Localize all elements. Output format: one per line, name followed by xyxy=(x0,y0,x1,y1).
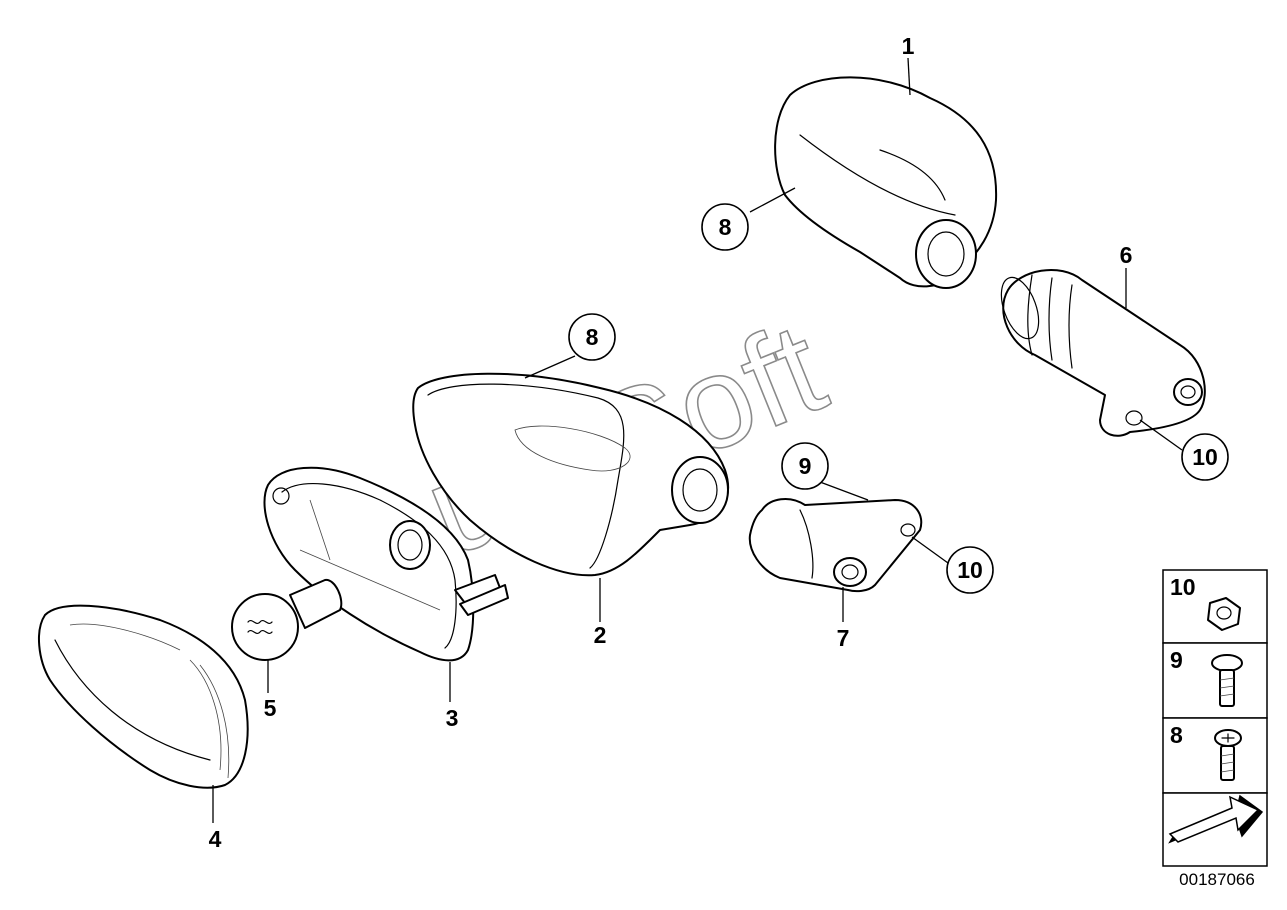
callout-10-right: 10 xyxy=(1181,433,1229,481)
label-part-6: 6 xyxy=(1120,242,1133,268)
label-part-10-right: 10 xyxy=(1192,444,1218,470)
callout-8-top: 8 xyxy=(701,203,749,251)
flange-screw-icon xyxy=(1211,654,1243,707)
leader-lines xyxy=(212,57,1183,823)
navigation-arrow-icon xyxy=(1168,794,1264,844)
label-part-4: 4 xyxy=(209,826,222,852)
part-6-mounting-arm[interactable] xyxy=(994,268,1206,437)
callouts: 1 8 6 10 8 9 10 2 7 3 5 4 xyxy=(209,33,1229,852)
svg-text:8: 8 xyxy=(1170,722,1183,748)
label-part-8-top: 8 xyxy=(719,214,732,240)
label-part-2: 2 xyxy=(594,622,607,648)
label-part-9: 9 xyxy=(799,453,812,479)
part-1-upper-housing[interactable] xyxy=(774,76,998,289)
label-part-10-mid: 10 xyxy=(957,557,983,583)
legend-item-navigation[interactable] xyxy=(1162,792,1268,867)
hex-nut-icon xyxy=(1207,597,1241,631)
label-part-1: 1 xyxy=(902,33,915,59)
svg-text:9: 9 xyxy=(1170,647,1183,673)
legend-item-10[interactable]: 10 xyxy=(1162,569,1268,644)
diagram-code: 00187066 xyxy=(1179,870,1255,889)
svg-text:10: 10 xyxy=(1170,574,1196,600)
callout-9: 9 xyxy=(781,442,829,490)
label-part-3: 3 xyxy=(446,705,459,731)
label-part-8-mid: 8 xyxy=(586,324,599,350)
part-7-bracket[interactable] xyxy=(748,498,923,593)
label-part-7: 7 xyxy=(837,625,850,651)
legend-item-8[interactable]: 8 xyxy=(1162,717,1268,794)
part-5-bulb[interactable] xyxy=(231,578,343,661)
callout-10-mid: 10 xyxy=(946,546,994,594)
label-part-5: 5 xyxy=(264,695,277,721)
phillips-screw-icon xyxy=(1214,729,1242,781)
fastener-legend: 10 9 8 xyxy=(1162,569,1268,867)
legend-item-9[interactable]: 9 xyxy=(1162,642,1268,719)
callout-8-mid: 8 xyxy=(568,313,616,361)
part-3-lamp-carrier[interactable] xyxy=(263,466,509,662)
part-4-lens[interactable] xyxy=(38,604,249,789)
part-2-lamp-housing[interactable] xyxy=(412,372,730,577)
